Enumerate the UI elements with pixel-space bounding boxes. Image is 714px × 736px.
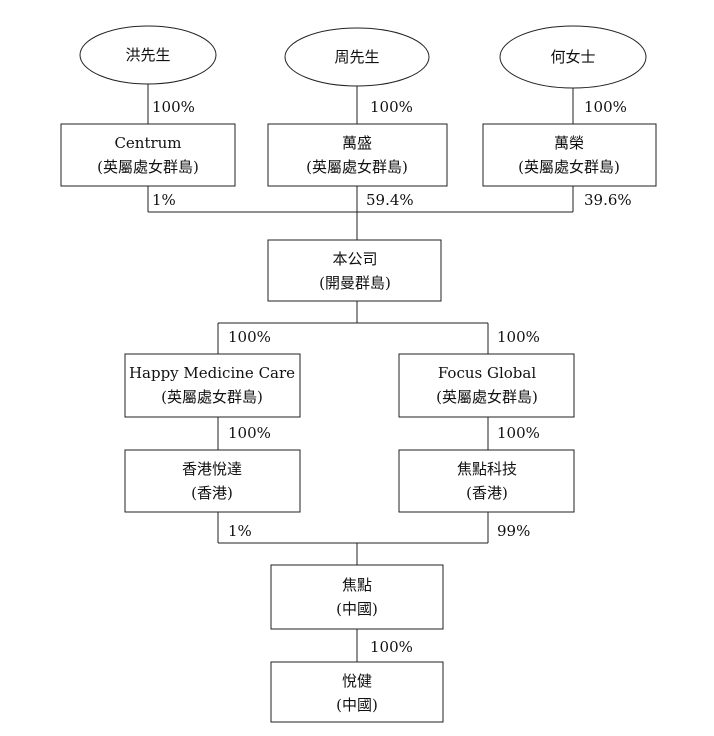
company-name: 焦點科技 <box>457 460 517 478</box>
company-name: 萬榮 <box>554 134 584 152</box>
subsidiary-box: 香港悅達 (香港) <box>124 449 301 513</box>
connector-lines <box>147 84 574 662</box>
shareholding-label: 99% <box>497 522 530 540</box>
holding-company-box: 萬盛 (英屬處女群島) <box>267 123 448 187</box>
company-name: 萬盛 <box>342 134 372 152</box>
company-name: Centrum <box>114 134 181 152</box>
individual-oval <box>284 27 430 87</box>
subsidiary-box: 焦點 (中國) <box>270 564 444 630</box>
subsidiary-box: Focus Global (英屬處女群島) <box>398 353 575 418</box>
company-name: Happy Medicine Care <box>129 364 295 382</box>
company-jurisdiction: (英屬處女群島) <box>306 158 408 176</box>
company-jurisdiction: (英屬處女群島) <box>161 388 263 406</box>
ownership-label: 100% <box>228 328 271 346</box>
company-jurisdiction: (中國) <box>336 696 378 714</box>
shareholding-label: 1% <box>152 191 176 209</box>
individual-oval <box>79 25 217 85</box>
ownership-label: 100% <box>370 98 413 116</box>
company-jurisdiction: (開曼群島) <box>319 274 391 292</box>
subsidiary-box: 焦點科技 (香港) <box>398 449 575 513</box>
individual-name: 何女士 <box>550 48 595 66</box>
ownership-label: 100% <box>497 328 540 346</box>
company-jurisdiction: (香港) <box>466 484 508 502</box>
company-name: 悅健 <box>342 672 372 690</box>
company-name: Focus Global <box>438 364 537 382</box>
company-name: 香港悅達 <box>182 460 242 478</box>
company-name: 本公司 <box>332 250 377 268</box>
company-jurisdiction: (英屬處女群島) <box>97 158 199 176</box>
individual-node: 何女士 <box>499 25 647 89</box>
holding-company-box: 萬榮 (英屬處女群島) <box>482 123 657 187</box>
company-box: 本公司 (開曼群島) <box>267 239 442 302</box>
company-jurisdiction: (英屬處女群島) <box>436 388 538 406</box>
ownership-label: 100% <box>228 424 271 442</box>
ownership-label: 100% <box>584 98 627 116</box>
individual-oval <box>499 25 647 89</box>
company-jurisdiction: (香港) <box>191 484 233 502</box>
company-jurisdiction: (中國) <box>336 600 378 618</box>
ownership-label: 100% <box>370 638 413 656</box>
shareholding-label: 1% <box>228 522 252 540</box>
subsidiary-box: Happy Medicine Care (英屬處女群島) <box>124 353 301 418</box>
ownership-label: 100% <box>152 98 195 116</box>
subsidiary-box: 悅健 (中國) <box>270 661 444 723</box>
shareholding-label: 39.6% <box>584 191 632 209</box>
holding-company-box: Centrum (英屬處女群島) <box>60 123 236 187</box>
company-jurisdiction: (英屬處女群島) <box>518 158 620 176</box>
individual-node: 洪先生 <box>79 25 217 85</box>
shareholding-label: 59.4% <box>366 191 414 209</box>
individual-name: 周先生 <box>334 48 379 66</box>
ownership-label: 100% <box>497 424 540 442</box>
individual-name: 洪先生 <box>125 46 170 64</box>
company-name: 焦點 <box>342 576 372 594</box>
individual-node: 周先生 <box>284 27 430 87</box>
